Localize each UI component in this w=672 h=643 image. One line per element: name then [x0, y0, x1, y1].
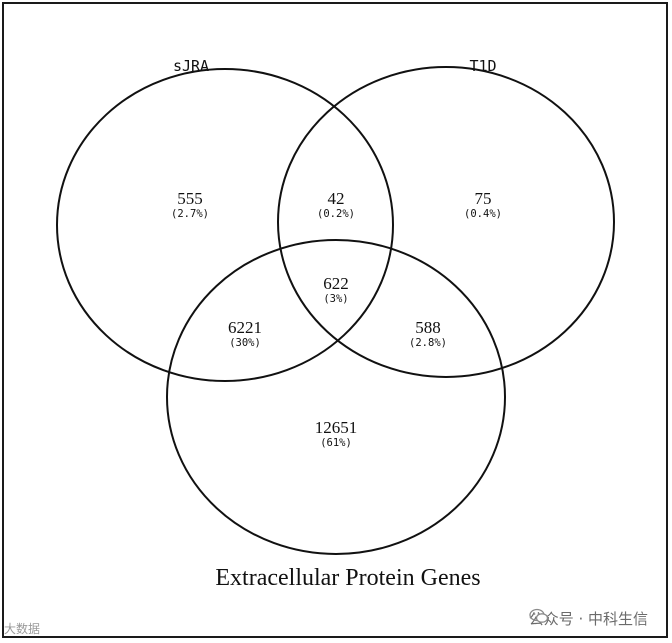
region-count-t1d-ext: 588 [415, 318, 441, 337]
region-count-t1d-only: 75 [475, 189, 492, 208]
region-count-ext-only: 12651 [315, 418, 358, 437]
wechat-icon [529, 608, 548, 623]
region-percent-ext-only: (61%) [320, 437, 352, 449]
set-circle-sjra [56, 68, 394, 382]
set-circle-extracellular [166, 239, 506, 555]
set-label-sjra: sJRA [173, 57, 209, 75]
watermark-left: 大数据 [4, 620, 40, 637]
region-count-sjra-only: 555 [177, 189, 203, 208]
region-percent-sjra-only: (2.7%) [171, 208, 209, 220]
watermark-text: 公众号 · 中科生信 [528, 610, 648, 628]
set-label-t1d: T1D [469, 57, 496, 75]
region-count-sjra-ext: 6221 [228, 318, 262, 337]
region-percent-t1d-ext: (2.8%) [409, 337, 447, 349]
region-percent-sjra-ext: (30%) [229, 337, 261, 349]
watermark-left-text: 大数据 [4, 622, 41, 636]
watermark-wechat: 公众号 · 中科生信 [529, 608, 648, 629]
region-percent-t1d-only: (0.4%) [464, 208, 502, 220]
set-circle-t1d [277, 66, 615, 378]
region-count-sjra-t1d: 42 [328, 189, 345, 208]
set-label-extracellular: Extracellular Protein Genes [215, 565, 480, 591]
region-percent-all-three: (3%) [323, 293, 348, 305]
region-count-all-three: 622 [323, 274, 349, 293]
region-percent-sjra-t1d: (0.2%) [317, 208, 355, 220]
